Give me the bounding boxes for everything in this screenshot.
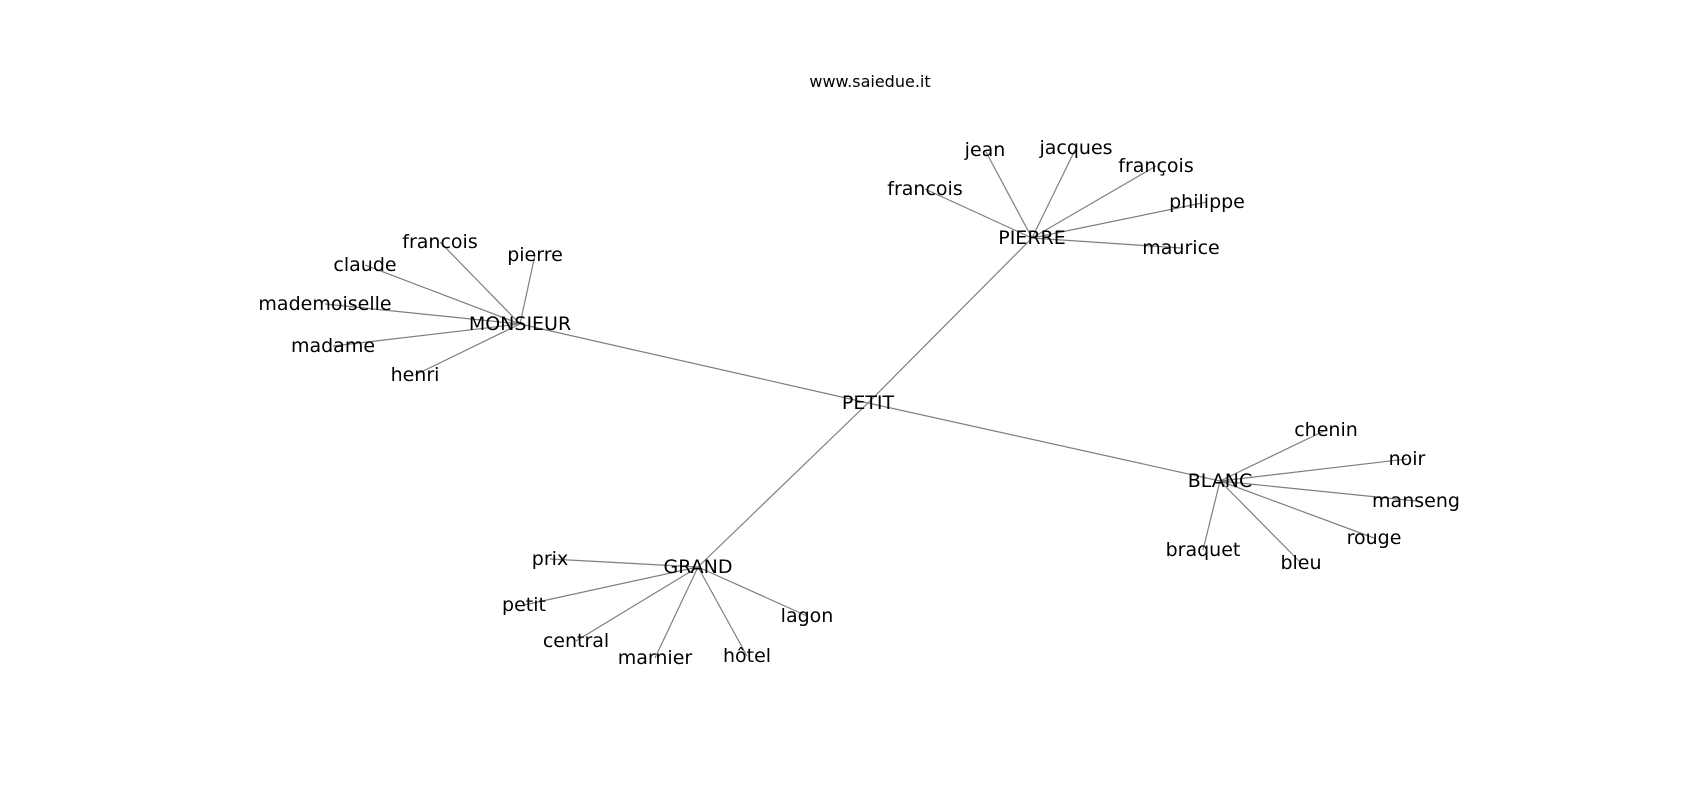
node-leaf: manseng xyxy=(1372,490,1460,512)
node-leaf: henri xyxy=(391,364,440,386)
node-leaf: noir xyxy=(1389,448,1426,470)
edge-hub-to-leaf xyxy=(1219,480,1375,539)
node-leaf: jacques xyxy=(1038,137,1112,159)
edge-root-to-hub xyxy=(867,402,1221,482)
node-leaf: claude xyxy=(333,254,396,276)
edge-hub-to-leaf xyxy=(549,558,699,568)
edge-hub-to-leaf xyxy=(523,566,699,606)
edge-hub-to-leaf xyxy=(697,566,808,617)
node-leaf: marnier xyxy=(618,647,693,669)
edge-hub-to-leaf xyxy=(439,241,521,325)
node-hub: GRAND xyxy=(664,556,733,578)
node-leaf: jean xyxy=(964,139,1006,161)
edge-hub-to-leaf xyxy=(1219,480,1302,564)
node-leaf: braquet xyxy=(1166,539,1241,561)
node-leaf: philippe xyxy=(1169,191,1245,213)
edges-layer xyxy=(324,147,1417,659)
node-hub: PIERRE xyxy=(998,227,1065,249)
edge-hub-to-leaf xyxy=(1202,480,1221,551)
node-leaf: lagon xyxy=(781,605,834,627)
node-leaf: petit xyxy=(502,594,546,616)
edge-hub-to-leaf xyxy=(324,303,521,325)
edge-hub-to-leaf xyxy=(414,323,521,376)
edge-hub-to-leaf xyxy=(697,566,748,657)
edge-hub-to-leaf xyxy=(1031,237,1182,249)
edge-hub-to-leaf xyxy=(1219,429,1327,482)
node-leaf: chenin xyxy=(1294,419,1358,441)
edge-hub-to-leaf xyxy=(1031,147,1077,239)
node-leaf: hôtel xyxy=(723,645,771,667)
node-leaf: prix xyxy=(532,548,568,570)
edge-hub-to-leaf xyxy=(519,254,536,325)
edge-hub-to-leaf xyxy=(654,566,699,659)
node-leaf: francois xyxy=(887,178,962,200)
edge-hub-to-leaf xyxy=(1219,480,1417,502)
node-leaf: madame xyxy=(291,335,375,357)
node-hub: BLANC xyxy=(1188,470,1253,492)
node-root: PETIT xyxy=(842,392,895,414)
edge-hub-to-leaf xyxy=(575,566,699,642)
node-leaf: maurice xyxy=(1142,237,1219,259)
node-leaf: mademoiselle xyxy=(258,293,391,315)
labels-layer: PETIT MONSIEUR francois pierre claude mademoi… xyxy=(258,137,1460,669)
edge-hub-to-leaf xyxy=(364,264,521,325)
node-hub: MONSIEUR xyxy=(469,313,571,335)
edge-hub-to-leaf xyxy=(924,188,1033,239)
node-leaf: central xyxy=(543,630,609,652)
edge-hub-to-leaf xyxy=(1031,165,1157,239)
node-leaf: pierre xyxy=(507,244,563,266)
edge-hub-to-leaf xyxy=(984,149,1033,239)
node-leaf: rouge xyxy=(1347,527,1402,549)
node-leaf: francois xyxy=(402,231,477,253)
edge-root-to-hub xyxy=(867,237,1033,404)
edge-hub-to-leaf xyxy=(332,323,521,347)
node-leaf: françois xyxy=(1118,155,1193,177)
watermark-text: www.saiedue.it xyxy=(809,72,930,91)
edge-root-to-hub xyxy=(519,323,869,404)
node-leaf: bleu xyxy=(1280,552,1321,574)
edge-root-to-hub xyxy=(697,402,869,568)
edge-hub-to-leaf xyxy=(1219,458,1408,482)
edge-hub-to-leaf xyxy=(1031,201,1208,239)
